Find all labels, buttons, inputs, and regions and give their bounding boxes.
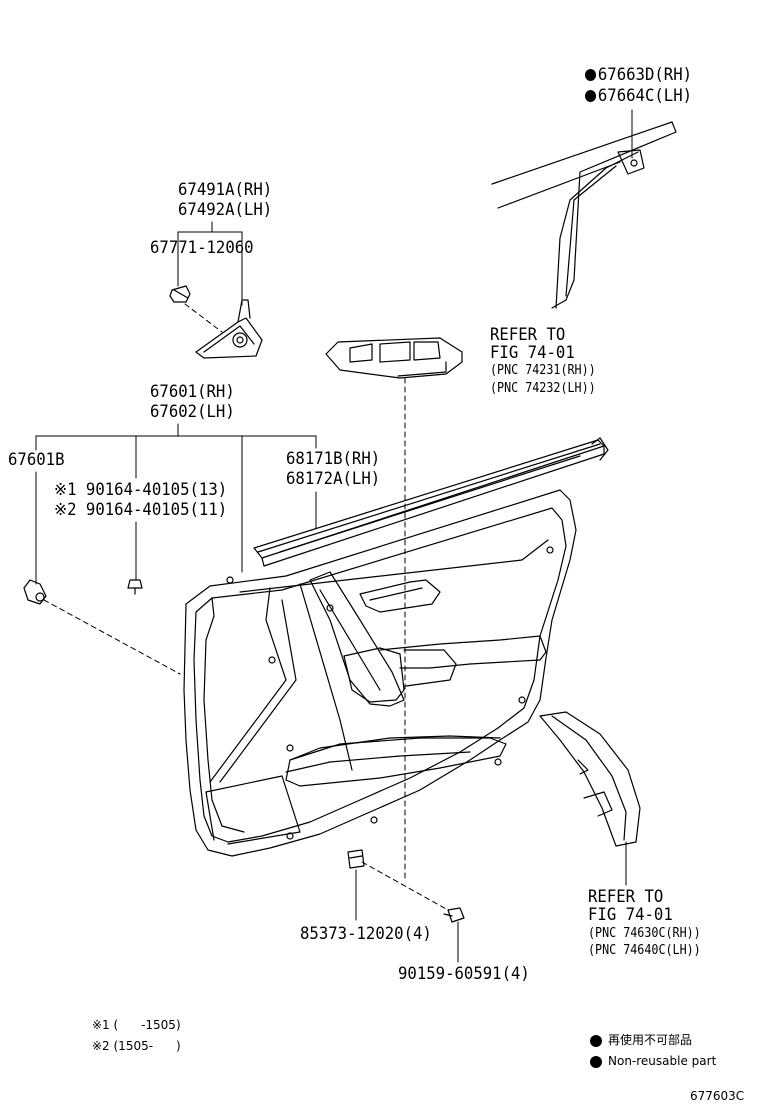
mirror-garnish: [169, 285, 263, 359]
figure-id: 677603C: [690, 1089, 745, 1103]
label-text: 67664C(LH): [597, 86, 693, 106]
label-90159: 90159-60591(4): [398, 964, 530, 984]
lower-garnish: [539, 711, 641, 847]
refer2-line2: FIG 74-01: [588, 905, 673, 925]
non-reusable-icon: [590, 1056, 602, 1068]
label-90164-13: ※1 90164-40105(13): [54, 480, 228, 500]
label-90164-11: ※2 90164-40105(11): [54, 500, 228, 520]
refer1-line2: FIG 74-01: [490, 343, 575, 363]
pillar-garnish: [491, 121, 677, 309]
refer2-line4: (PNC 74640C(LH)): [588, 943, 701, 958]
door-trim-panel: [183, 489, 577, 857]
legend-en: Non-reusable part: [608, 1054, 717, 1068]
label-85373: 85373-12020(4): [300, 924, 432, 944]
label-68171B: 68171B(RH): [286, 449, 381, 469]
label-68172A: 68172A(LH): [286, 469, 381, 489]
refer2-line1: REFER TO: [588, 887, 664, 907]
label-67491A: 67491A(RH): [178, 180, 273, 200]
footnote-2: ※2 (1505- ): [92, 1039, 181, 1053]
label-text: 67663D(RH): [597, 65, 693, 85]
label-67771: 67771-12060: [150, 238, 254, 258]
refer2-line3: (PNC 74630C(RH)): [588, 926, 701, 941]
refer1-line1: REFER TO: [490, 325, 566, 345]
footnote-1: ※1 ( -1505): [92, 1018, 181, 1032]
dashed-guides: [43, 303, 449, 911]
switch-base: [325, 337, 463, 379]
non-reusable-icon: [585, 90, 597, 102]
refer1-line3: (PNC 74231(RH)): [490, 363, 596, 378]
label-67663D: 67663D(RH): [585, 67, 692, 84]
label-67664C: 67664C(LH): [585, 88, 692, 105]
label-67492A: 67492A(LH): [178, 200, 273, 220]
label-67601: 67601(RH): [150, 382, 235, 402]
belt-weatherstrip: [253, 437, 609, 567]
legend-jp: 再使用不可部品: [608, 1033, 693, 1047]
refer1-line4: (PNC 74232(LH)): [490, 381, 596, 396]
fasteners: [23, 579, 465, 923]
leader-lines: [35, 109, 633, 963]
label-67602: 67602(LH): [150, 402, 235, 422]
non-reusable-icon: [590, 1035, 602, 1047]
non-reusable-icon: [585, 69, 597, 81]
label-67601B: 67601B: [8, 450, 65, 470]
